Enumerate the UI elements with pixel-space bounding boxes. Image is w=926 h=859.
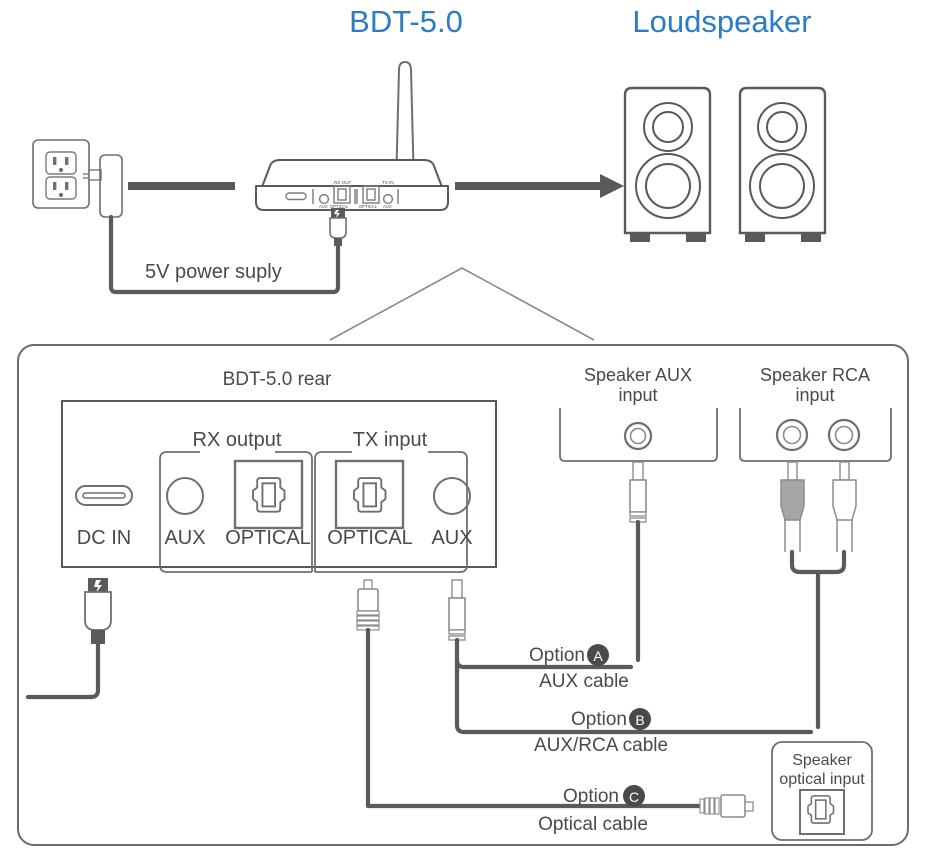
- device-tx-label: TX IN: [382, 180, 394, 185]
- rx-output-label: RX output: [193, 429, 282, 451]
- power-supply-cable: [108, 214, 341, 295]
- bdt-device-top: RX OUT TX IN AUX OPTICAL OPTICAL AUX: [255, 60, 449, 211]
- speaker-optical-label-line2: optical input: [779, 771, 865, 788]
- power-supply-label: 5V power suply: [145, 261, 282, 283]
- dc-in-label: DC IN: [77, 527, 131, 549]
- option-a-badge: A: [587, 644, 609, 666]
- speaker-optical-label-line1: Speaker: [792, 752, 852, 769]
- optical-plug-vertical: [356, 579, 703, 809]
- speaker-left: [623, 86, 712, 242]
- rx-optical-port: [233, 459, 304, 530]
- tx-input-label: TX input: [353, 429, 428, 451]
- rca-plug-pair: [780, 461, 857, 730]
- wall-outlet: [32, 139, 90, 209]
- option-b-label: Option: [571, 709, 627, 730]
- optical-plug-horizontal: [699, 794, 754, 818]
- rear-panel-title: BDT-5.0 rear: [223, 369, 332, 390]
- callout-chevron: [329, 267, 595, 341]
- speaker-aux-label-line1: Speaker AUX: [584, 365, 692, 385]
- option-b-cable-label: AUX/RCA cable: [534, 735, 668, 756]
- tx-optical-port: [334, 459, 405, 530]
- speaker-optical-input-box: [771, 741, 873, 841]
- option-c-label: Option: [563, 786, 619, 807]
- tx-aux-jack: [433, 477, 471, 515]
- speaker-rca-input-box: [739, 408, 892, 462]
- heading-loudspeaker: Loudspeaker: [632, 4, 811, 39]
- option-a-badge-text: A: [593, 648, 603, 664]
- aux-plug-from-device: [448, 579, 814, 735]
- speaker-rca-label-line2: input: [795, 385, 834, 405]
- tx-aux-label: AUX: [431, 527, 472, 549]
- device-opt2-label: OPTICAL: [359, 204, 378, 209]
- option-a-cable-label: AUX cable: [539, 671, 629, 692]
- speaker-rca-label-line1: Speaker RCA: [760, 365, 870, 385]
- option-c-badge-text: C: [629, 789, 639, 805]
- speaker-right: [738, 86, 827, 242]
- option-c-badge: C: [623, 785, 645, 807]
- option-b-badge: B: [629, 708, 651, 730]
- device-opt1-label: OPTICAL: [330, 204, 349, 209]
- option-c-cable-label: Optical cable: [538, 814, 648, 835]
- tx-input-bracket: [314, 451, 468, 573]
- aux-plug-to-speaker: [629, 461, 647, 663]
- arrow-device-to-speakers: [455, 174, 624, 198]
- rear-panel: DC IN RX output TX input AUX OPTICAL OPT…: [61, 400, 497, 573]
- rx-aux-jack: [166, 477, 204, 515]
- rx-optical-label: OPTICAL: [225, 527, 311, 549]
- option-a-label: Option: [529, 645, 585, 666]
- speaker-aux-input-box: [559, 408, 718, 462]
- detail-panel-frame: [17, 344, 909, 846]
- tx-optical-label: OPTICAL: [327, 527, 413, 549]
- speaker-aux-label-line2: input: [618, 385, 657, 405]
- option-b-badge-text: B: [635, 712, 644, 728]
- rx-output-bracket: [159, 451, 313, 573]
- device-aux1-label: AUX: [319, 204, 328, 209]
- rx-aux-label: AUX: [164, 527, 205, 549]
- device-aux2-label: AUX: [383, 204, 392, 209]
- device-rx-label: RX OUT: [334, 180, 352, 185]
- usb-c-plug-top: [329, 208, 347, 246]
- usb-c-plug-panel: [25, 578, 112, 700]
- heading-device: BDT-5.0: [349, 4, 463, 39]
- dc-in-port: [75, 485, 133, 506]
